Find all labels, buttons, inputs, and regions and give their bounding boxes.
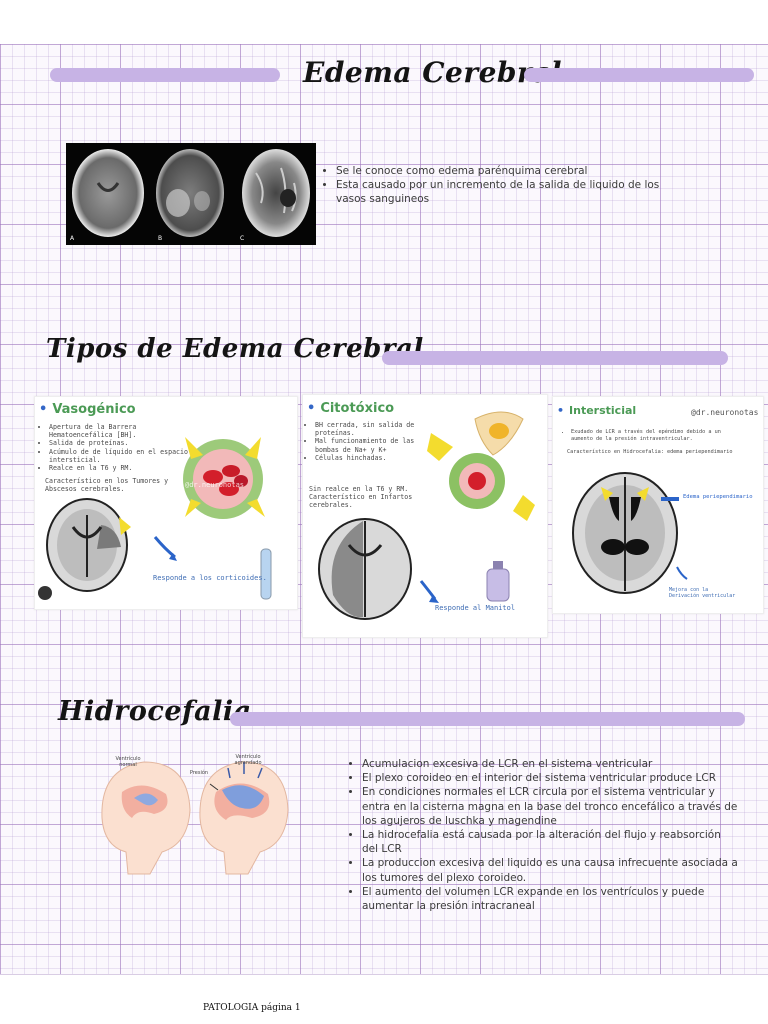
- list-item: Apertura de la Barrera Hematoencefálica …: [49, 423, 189, 439]
- card-title: •Citotóxico: [307, 401, 395, 416]
- list-item: En condiciones normales el LCR circula p…: [362, 785, 738, 828]
- watermark: @dr.neuronotas: [185, 481, 245, 489]
- mri-scan-a: [72, 149, 144, 237]
- title-divider-left: [50, 68, 280, 82]
- list-item: Se le conoce como edema parénquima cereb…: [336, 164, 666, 178]
- list-item: Esta causado por un incremento de la sal…: [336, 178, 666, 206]
- list-item: La hidrocefalia está causada por la alte…: [362, 828, 738, 856]
- bullet-dot-icon: •: [39, 402, 48, 417]
- mri-image-strip: A B C: [66, 143, 316, 245]
- list-item: BH cerrada, sin salida de proteínas.: [315, 421, 431, 437]
- list-item: El plexo coroideo en el interior del sis…: [362, 771, 738, 785]
- mri-label-c: C: [240, 235, 245, 242]
- card-text: Sin realce en la T6 y RM. Característico…: [309, 485, 413, 510]
- brain-illustration: [38, 437, 272, 600]
- list-item: Realce en la T6 y RM.: [49, 464, 189, 472]
- author-handle: @dr.neuronotas: [691, 408, 759, 417]
- card-list: BH cerrada, sin salida de proteínas. Mal…: [305, 421, 431, 462]
- section-title-hidrocefalia: Hidrocefalia: [58, 696, 252, 727]
- brain-illustration: [318, 411, 535, 620]
- edema-bullet-list: Se le conoce como edema parénquima cereb…: [320, 164, 666, 207]
- label-normal-ventricle: Ventrículo normal: [115, 756, 141, 768]
- card-list: Exudado de LCR a través del epéndimo deb…: [561, 429, 721, 443]
- section-title-edema: Edema Cerebral: [303, 56, 563, 89]
- bullet-dot-icon: •: [557, 404, 565, 417]
- page-footer: PATOLOGIA página 1: [203, 1003, 301, 1013]
- brain-illustration: [572, 472, 688, 594]
- title-divider: [230, 712, 745, 726]
- card-list: Apertura de la Barrera Hematoencefálica …: [39, 423, 189, 472]
- list-item: Salida de proteínas.: [49, 439, 189, 447]
- list-item: La produccion excesiva del liquido es un…: [362, 856, 738, 884]
- mri-label-a: A: [70, 235, 75, 242]
- card-title: •Vasogénico: [39, 402, 136, 417]
- treatment-note: Responde a los corticoides.: [153, 574, 267, 582]
- list-item: Exudado de LCR a través del epéndimo deb…: [571, 429, 721, 443]
- section-title-tipos: Tipos de Edema Cerebral: [46, 334, 424, 364]
- card-vasogenico: •Vasogénico Apertura de la Barrera Hemat…: [34, 396, 298, 610]
- list-item: Acumulacion excesiva de LCR en el sistem…: [362, 757, 738, 771]
- mri-label-b: B: [158, 235, 163, 242]
- list-item: El aumento del volumen LCR expande en lo…: [362, 885, 738, 913]
- list-item: Células hinchadas.: [315, 454, 431, 462]
- card-text: Característico en los Tumores y Abscesos…: [45, 477, 169, 494]
- label-enlarged-ventricle: Ventrículo agrandado: [234, 754, 262, 766]
- card-title: •Intersticial: [557, 404, 637, 417]
- improvement-label: Mejora con la Derivación ventricular: [669, 587, 736, 599]
- hydrocephalus-bullet-list: Acumulacion excesiva de LCR en el sistem…: [346, 757, 738, 913]
- edema-label: Edema periependimario: [683, 494, 753, 500]
- mri-scan-c: [242, 149, 310, 237]
- card-intersticial: •Intersticial @dr.neuronotas Exudado de …: [552, 396, 764, 614]
- title-divider-right: [524, 68, 754, 82]
- treatment-note: Responde al Manitol: [435, 604, 516, 612]
- mri-scan-b: [156, 149, 224, 237]
- list-item: Mal funcionamiento de las bombas de Na+ …: [315, 437, 431, 453]
- bullet-dot-icon: •: [307, 401, 316, 416]
- label-pressure: Presión: [189, 770, 209, 776]
- card-citotoxico: •Citotóxico BH cerrada, sin salida de pr…: [302, 394, 548, 638]
- hydrocephalus-figure: Ventrículo normal Presión Ventrículo agr…: [92, 748, 292, 878]
- title-divider: [382, 351, 728, 365]
- card-text: Característico en Hidrocefalia: edema pe…: [567, 449, 733, 455]
- list-item: Acúmulo de de líquido en el espacio inte…: [49, 448, 189, 464]
